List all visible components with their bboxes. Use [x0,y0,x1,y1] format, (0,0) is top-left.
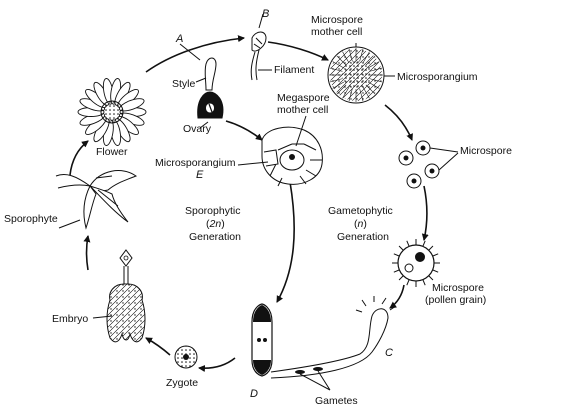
label-microspore: Microspore [460,145,512,157]
label-pollen-line1: Microspore [432,282,484,294]
label-pollen-line2: (pollen grain) [425,294,486,306]
label-megaspore-mother-cell-line2: mother cell [277,104,328,116]
label-sporophytic-line1: Sporophytic [185,205,240,217]
megaspore-tissue-drawing [237,115,323,187]
stamen-drawing [250,13,272,81]
pollen-tube-drawing [270,296,397,391]
label-sporophyte: Sporophyte [4,213,58,225]
label-c: C [385,347,393,359]
sporophyte-drawing [55,170,138,230]
label-a: A [175,33,183,45]
label-microsporangium-mid: Microsporangium [155,157,236,169]
label-microspore-mother-cell-line1: Microspore [311,14,363,26]
arrow-pollen-to-tube [389,284,405,309]
arrow-sporophyte-to-flower [69,140,89,176]
zygote-drawing [174,345,198,369]
pollen-grain-drawing [392,239,440,287]
arrow-ovary-to-flower-top [145,35,245,73]
arrow-microspore-to-pollen [421,185,429,241]
label-gametophytic-line1: Gametophytic [328,205,393,217]
label-sporophytic-line3: Generation [189,231,241,243]
microsporangium-drawing [327,43,395,104]
label-gametes: Gametes [315,395,358,407]
arrow-embryo-to-sporophyte [83,235,91,271]
arrow-stamen-to-microsporangium [267,41,329,61]
label-b: B [262,8,269,20]
embryo-drawing [106,249,146,343]
label-flower: Flower [96,146,128,158]
flower-drawing [77,78,147,146]
label-sporophytic-line2: (2n) [206,218,225,230]
label-style: Style [172,78,196,90]
arrow-ovary-to-megaspore [225,120,263,141]
label-embryo: Embryo [52,313,88,325]
arrow-zygote-to-embryo [145,337,171,356]
pistil-drawing [179,43,224,129]
label-d: D [250,388,258,400]
label-microspore-mother-cell-line2: mother cell [311,26,362,38]
label-gametophytic-line2: (n) [354,218,367,230]
label-filament: Filament [274,64,314,76]
label-zygote: Zygote [166,377,198,389]
label-microsporangium-top: Microsporangium [397,71,478,83]
arrow-megaspore-to-embryosac [276,181,295,303]
label-e: E [196,169,204,181]
arrow-embryosac-to-zygote [198,357,236,372]
arrow-microsporangium-to-microspore [384,104,413,141]
label-gametophytic-line3: Generation [337,231,389,243]
embryo-sac-drawing [251,303,273,377]
microspores-drawing [398,140,459,189]
label-ovary: Ovary [183,123,212,135]
label-megaspore-mother-cell-line1: Megaspore [277,92,330,104]
